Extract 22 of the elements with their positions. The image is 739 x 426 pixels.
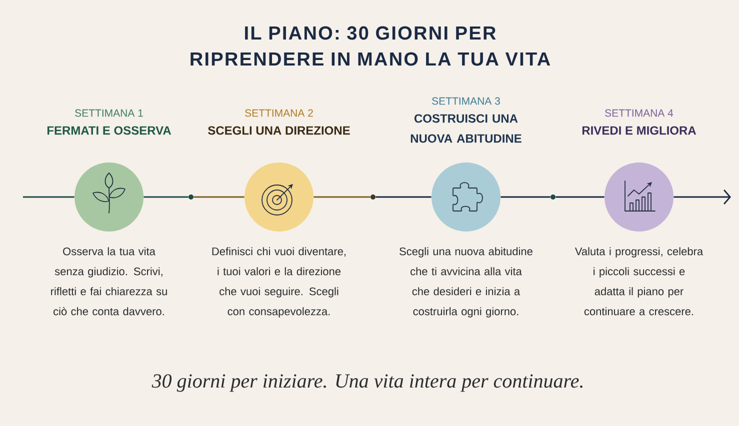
- timeline-segment: [144, 196, 188, 198]
- step-description: Osserva la tua vita senza giudizio. Scrivi, rifletti e fai chiarezza su ciò che conta davvero.: [51, 247, 167, 316]
- caption: 30 giorni per iniziare. Una vita intera per continuare.: [152, 374, 582, 392]
- timeline-arrow: [674, 190, 731, 204]
- week-label: SETTIMANA 1: [75, 109, 143, 117]
- step-title: FERMATI E OSSERVA: [47, 126, 172, 135]
- week-label: SETTIMANA 3: [432, 97, 500, 105]
- step-description: Scegli una nuova abitudine che ti avvicina alla vita che desideri e inizia a costruirla ogni giorno.: [400, 247, 532, 318]
- step-description: Definisci chi vuoi diventare, i tuoi valori e la direzione che vuoi seguire. Scegli con consapevolezza.: [212, 247, 346, 318]
- step-title: RIVEDI E MIGLIORA: [582, 126, 696, 135]
- step-description: Valuta i progressi, celebra i piccoli successi e adatta il piano per continuare a crescere.: [574, 247, 704, 316]
- timeline-segment: [314, 196, 370, 198]
- step-title: SCEGLI UNA DIREZIONE: [208, 126, 350, 135]
- timeline-segment: [376, 196, 432, 198]
- week-label: SETTIMANA 2: [245, 109, 313, 117]
- timeline-segment: [23, 196, 74, 198]
- timeline-segment: [556, 196, 604, 198]
- timeline-segment: [500, 196, 550, 198]
- title: IL PIANO: 30 GIORNI PER RIPRENDERE IN MANO LA TUA VITA: [190, 26, 550, 66]
- step-title: COSTRUISCI UNA NUOVA ABITUDINE: [410, 114, 522, 143]
- week-label: SETTIMANA 4: [605, 109, 674, 117]
- timeline-segment: [194, 196, 244, 198]
